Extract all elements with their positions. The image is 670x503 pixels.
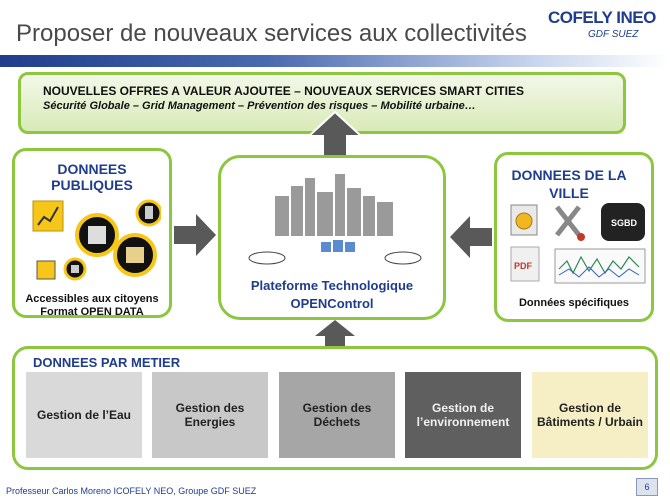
- public-data-caption-1: Accessibles aux citoyens: [25, 293, 159, 305]
- city-data-heading-1: DONNEES DE LA: [511, 167, 627, 183]
- up-arrow-bottom-icon: [315, 320, 355, 350]
- pdf-label: PDF: [514, 261, 533, 271]
- tile-water: Gestion de l’Eau: [26, 372, 142, 458]
- tile-buildings: Gestion de Bâtiments / Urbain: [532, 372, 648, 458]
- public-data-box: DONNEES PUBLIQUES Accessibles aux citoye…: [12, 148, 172, 318]
- page-number: 6: [636, 478, 658, 496]
- sgbd-label: SGBD: [611, 218, 638, 228]
- city-data-box: DONNEES DE LA VILLE SGBD PDF Données spé…: [494, 152, 654, 322]
- city-data-icons: SGBD PDF: [510, 203, 646, 284]
- page-title: Proposer de nouveaux services aux collec…: [16, 20, 527, 47]
- city-data-heading-2: VILLE: [549, 185, 589, 201]
- logo-brand: COFELY INEO: [548, 8, 656, 27]
- tile-energy-label: Gestion des Energies: [175, 401, 245, 429]
- platform-name-line2: OPENControl: [290, 296, 374, 311]
- tile-environment: Gestion de l’environnement: [405, 372, 521, 458]
- footer-text: Professeur Carlos Moreno ICOFELY NEO, Gr…: [6, 486, 257, 496]
- up-arrow-icon: [306, 110, 364, 159]
- header-bar: [0, 55, 670, 67]
- tile-buildings-label: Gestion de Bâtiments / Urbain: [536, 401, 644, 429]
- smart-city-icon: [248, 174, 422, 265]
- tile-water-label: Gestion de l’Eau: [36, 408, 132, 422]
- open-data-icons: [32, 199, 161, 281]
- company-logo: COFELY INEO GDF SUEZ: [548, 8, 660, 44]
- offers-list: Sécurité Globale – Grid Management – Pré…: [43, 100, 476, 112]
- offers-title: NOUVELLES OFFRES A VALEUR AJOUTEE – NOUV…: [43, 84, 524, 98]
- right-arrow-icon: [174, 214, 216, 256]
- logo-sub: GDF SUEZ: [588, 29, 639, 40]
- platform-name-line1: Plateforme Technologique: [250, 278, 414, 293]
- city-data-caption: Données spécifiques: [518, 297, 630, 309]
- tile-energy: Gestion des Energies: [152, 372, 268, 458]
- business-data-heading: DONNEES PAR METIER: [33, 355, 181, 370]
- left-arrow-icon: [450, 216, 492, 258]
- public-data-caption-2: Format OPEN DATA: [40, 306, 144, 318]
- public-data-heading: DONNEES PUBLIQUES: [51, 161, 133, 193]
- tile-environment-label: Gestion de l’environnement: [416, 401, 510, 429]
- platform-box: Plateforme Technologique OPENControl: [218, 155, 446, 320]
- tile-waste-label: Gestion des Déchets: [302, 401, 372, 429]
- tile-waste: Gestion des Déchets: [279, 372, 395, 458]
